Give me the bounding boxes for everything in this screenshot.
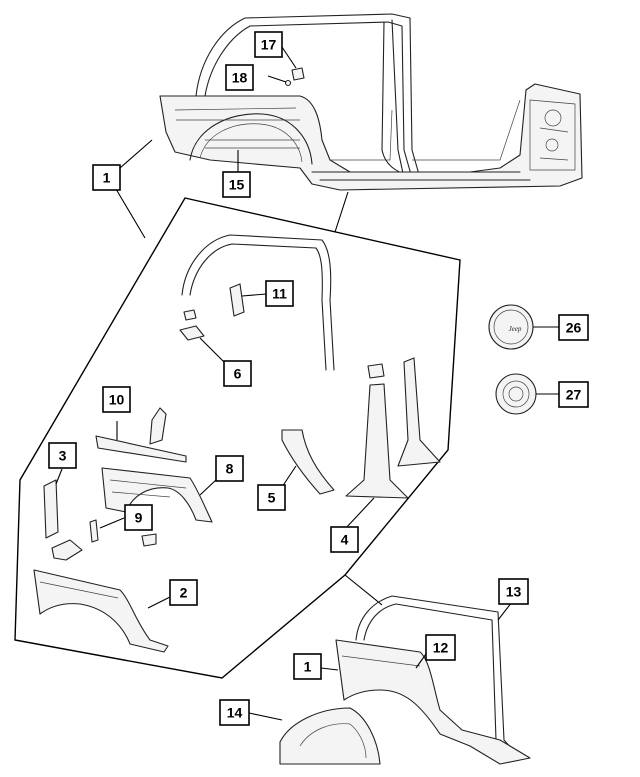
callout-12: 12 — [425, 634, 456, 661]
svg-text:1: 1 — [304, 659, 312, 675]
callout-1-bottom: 1 — [293, 653, 322, 680]
callout-18: 18 — [225, 64, 254, 91]
callout-2: 2 — [169, 579, 198, 606]
callout-4: 4 — [330, 526, 359, 553]
wheelhouse-part-14 — [279, 707, 381, 765]
fuel-door-emblem: Jeep — [509, 325, 522, 333]
inner-bracket — [149, 407, 167, 445]
rail-part-10 — [95, 435, 187, 463]
callout-1-top: 1 — [92, 164, 121, 191]
outer-quarter-part-2 — [33, 569, 169, 653]
svg-text:12: 12 — [433, 640, 449, 656]
bracket-part-18 — [284, 79, 292, 87]
bracket-part-6 — [179, 309, 205, 341]
body-side-assembly-bottom — [335, 595, 531, 765]
leader-lines — [55, 43, 559, 721]
callout-5: 5 — [257, 484, 286, 511]
callout-3: 3 — [48, 442, 77, 469]
svg-text:17: 17 — [261, 37, 277, 53]
svg-text:6: 6 — [234, 366, 242, 382]
leader-1-top — [115, 139, 153, 239]
svg-text:18: 18 — [232, 70, 248, 86]
panel-part-5 — [281, 429, 335, 495]
svg-text:4: 4 — [341, 532, 349, 548]
exploded-view-frame — [14, 197, 461, 679]
callout-13: 13 — [498, 578, 529, 605]
fuel-filler-housing-part-27 — [495, 373, 537, 415]
svg-text:15: 15 — [229, 177, 245, 193]
panel-part-3 — [43, 479, 59, 539]
svg-text:11: 11 — [272, 286, 287, 302]
svg-text:1: 1 — [103, 170, 111, 186]
svg-text:3: 3 — [59, 448, 67, 464]
callout-10: 10 — [102, 386, 131, 413]
callout-15: 15 — [222, 171, 251, 198]
callout-14: 14 — [219, 699, 250, 726]
bracket-part-11 — [229, 283, 245, 317]
svg-text:13: 13 — [506, 584, 522, 600]
svg-text:27: 27 — [566, 387, 582, 403]
svg-text:9: 9 — [135, 510, 143, 526]
svg-text:26: 26 — [566, 320, 582, 336]
callout-8: 8 — [215, 455, 244, 482]
callout-27: 27 — [558, 381, 589, 408]
pillar-part-4 — [345, 357, 441, 499]
svg-text:14: 14 — [227, 705, 243, 721]
callout-11: 11 — [265, 280, 294, 307]
svg-text:2: 2 — [180, 585, 188, 601]
fuel-filler-door-part-26: Jeep — [488, 304, 534, 350]
lower-bracket — [51, 539, 83, 561]
svg-text:5: 5 — [268, 490, 276, 506]
callout-17: 17 — [254, 31, 283, 58]
roof-rail-part — [181, 234, 335, 371]
callout-26: 26 — [558, 314, 589, 341]
callout-6: 6 — [223, 360, 252, 387]
svg-text:10: 10 — [109, 392, 125, 408]
body-side-assembly-top — [159, 13, 583, 191]
inner-wheelhouse-part-8 — [101, 467, 213, 523]
bracket-part-17 — [291, 67, 305, 81]
callout-9: 9 — [124, 504, 153, 531]
svg-text:8: 8 — [226, 461, 234, 477]
bracket-part-9 — [89, 519, 157, 547]
